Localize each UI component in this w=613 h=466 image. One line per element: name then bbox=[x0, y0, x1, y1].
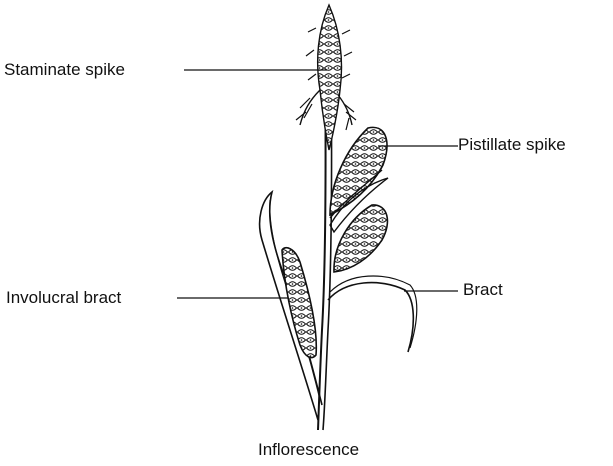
involucral-spike bbox=[282, 248, 316, 358]
label-staminate-spike: Staminate spike bbox=[4, 60, 125, 80]
label-involucral-bract: Involucral bract bbox=[6, 288, 121, 308]
label-pistillate-spike: Pistillate spike bbox=[458, 135, 566, 155]
bract-leaf bbox=[328, 276, 417, 352]
leader-lines bbox=[177, 70, 458, 298]
label-bract: Bract bbox=[463, 280, 503, 300]
diagram-caption: Inflorescence bbox=[258, 440, 359, 460]
pistillate-spike-lower bbox=[334, 205, 387, 272]
staminate-spike bbox=[296, 5, 356, 150]
